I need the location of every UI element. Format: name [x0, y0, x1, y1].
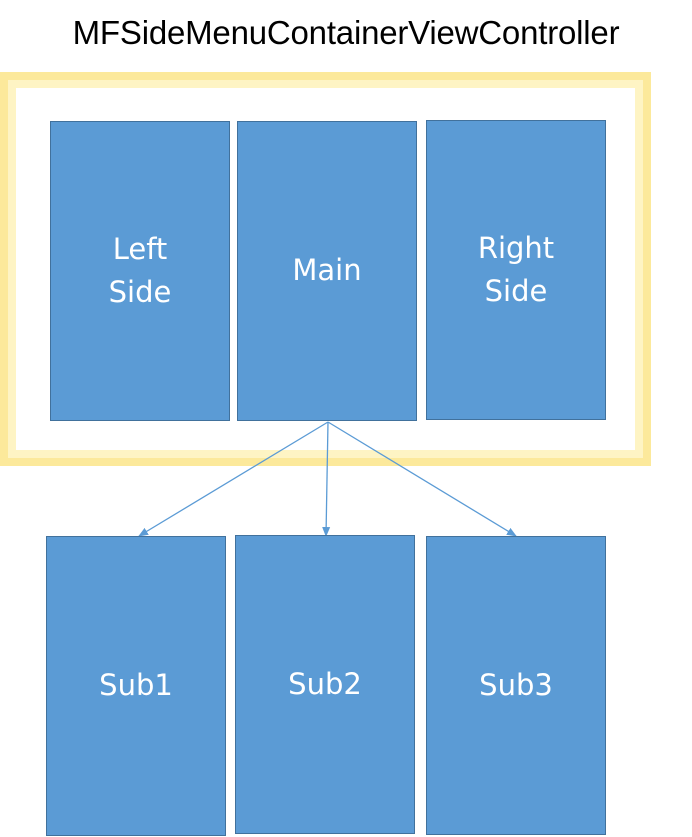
- sub2-box: Sub2: [235, 535, 415, 834]
- sub3-box: Sub3: [426, 536, 606, 835]
- left-side-box: Left Side: [50, 121, 230, 421]
- diagram-title: MFSideMenuContainerViewController: [72, 14, 620, 51]
- right-side-box: Right Side: [426, 120, 606, 420]
- main-box: Main: [237, 121, 417, 421]
- sub1-box: Sub1: [46, 536, 226, 836]
